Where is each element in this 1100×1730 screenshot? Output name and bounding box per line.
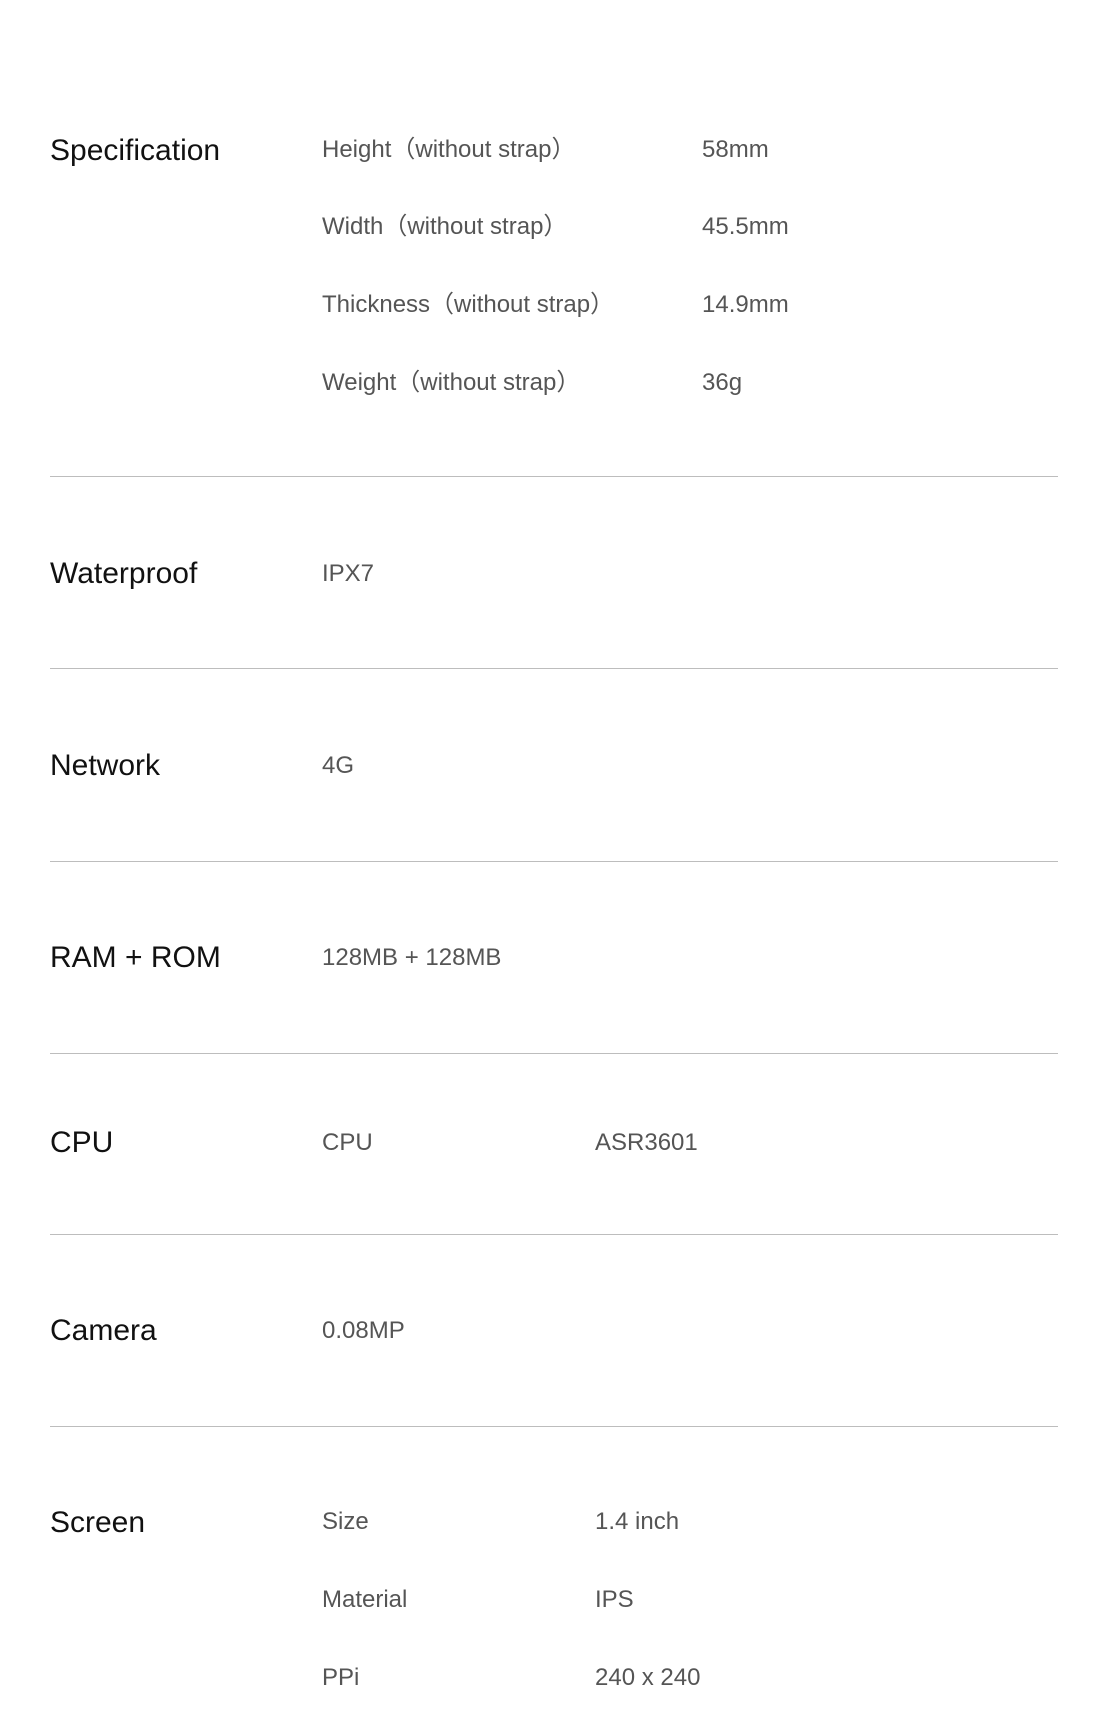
spec-row-weight: Weight（without strap） 36g xyxy=(322,366,1058,400)
camera-value: 0.08MP xyxy=(322,1317,405,1344)
spec-label-thickness: Thickness（without strap） xyxy=(322,291,615,318)
network-value: 4G xyxy=(322,752,355,779)
screen-row-ppi: PPi 240 x 240 xyxy=(322,1661,1058,1695)
cpu-row: CPU ASR3601 xyxy=(322,1126,1058,1160)
section-title-camera: Camera xyxy=(50,1314,157,1347)
divider-cpu xyxy=(50,1234,1058,1235)
spec-value-weight: 36g xyxy=(702,369,743,396)
section-title-cpu: CPU xyxy=(50,1126,114,1159)
memory-row: 128MB + 128MB xyxy=(322,941,1058,975)
screen-row-size: Size 1.4 inch xyxy=(322,1505,1058,1539)
divider-memory xyxy=(50,1053,1058,1054)
section-title-screen: Screen xyxy=(50,1506,146,1539)
screen-value-size: 1.4 inch xyxy=(595,1508,680,1535)
spec-value-thickness: 14.9mm xyxy=(702,291,789,318)
divider-network xyxy=(50,861,1058,862)
section-title-network: Network xyxy=(50,749,161,782)
spec-label-height: Height（without strap） xyxy=(322,136,576,163)
screen-label-material: Material xyxy=(322,1586,408,1613)
screen-label-ppi: PPi xyxy=(322,1664,360,1691)
screen-value-material: IPS xyxy=(595,1586,634,1613)
camera-row: 0.08MP xyxy=(322,1314,1058,1348)
section-title-waterproof: Waterproof xyxy=(50,557,198,590)
spec-label-weight: Weight（without strap） xyxy=(322,369,581,396)
screen-row-material: Material IPS xyxy=(322,1583,1058,1617)
divider-waterproof xyxy=(50,668,1058,669)
waterproof-value: IPX7 xyxy=(322,560,375,587)
section-title-specification: Specification xyxy=(50,134,221,167)
cpu-value: ASR3601 xyxy=(595,1129,698,1156)
spec-sheet: Specification Height（without strap） 58mm… xyxy=(50,0,1058,1730)
spec-row-width: Width（without strap） 45.5mm xyxy=(322,210,1058,244)
spec-row-height: Height（without strap） 58mm xyxy=(322,133,1058,167)
section-title-memory: RAM + ROM xyxy=(50,941,221,974)
spec-label-width: Width（without strap） xyxy=(322,213,568,240)
divider-camera xyxy=(50,1426,1058,1427)
cpu-label: CPU xyxy=(322,1129,373,1156)
memory-value: 128MB + 128MB xyxy=(322,944,502,971)
spec-row-thickness: Thickness（without strap） 14.9mm xyxy=(322,288,1058,322)
screen-label-size: Size xyxy=(322,1508,369,1535)
spec-value-height: 58mm xyxy=(702,136,769,163)
waterproof-row: IPX7 xyxy=(322,557,1058,591)
network-row: 4G xyxy=(322,749,1058,783)
spec-value-width: 45.5mm xyxy=(702,213,789,240)
divider-specification xyxy=(50,476,1058,477)
screen-value-ppi: 240 x 240 xyxy=(595,1664,701,1691)
